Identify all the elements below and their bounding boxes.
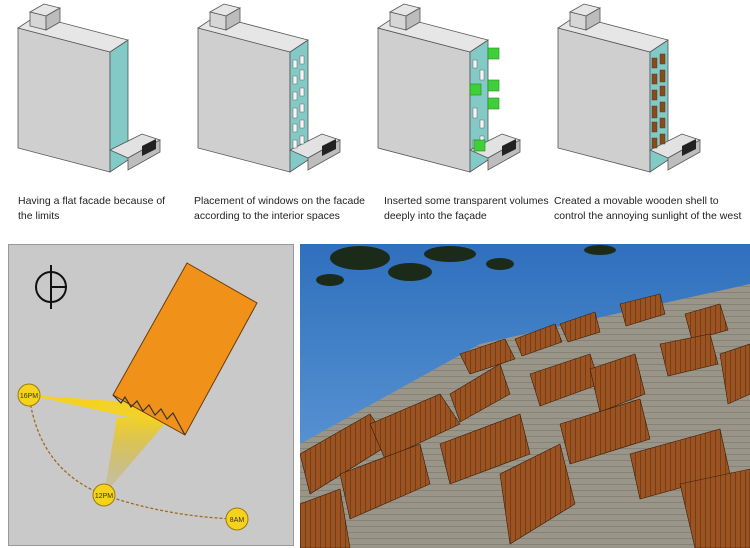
sun-marker-8am: 8AM (225, 507, 249, 531)
step-4-axonometric (557, 3, 701, 173)
step-1-caption: Having a flat facade because of the limi… (18, 195, 166, 222)
tree-leaves (316, 245, 616, 286)
step-2-caption: Placement of windows on the facade accor… (194, 195, 366, 222)
building-plan (112, 262, 258, 436)
facade-windows (292, 55, 305, 149)
step-4-caption: Created a movable wooden shell to contro… (554, 195, 742, 222)
sun-marker-16pm: 16PM (17, 383, 41, 407)
compass-north-icon (35, 265, 67, 309)
sunlight-beam-south (104, 417, 167, 495)
step-3-caption: Inserted some transparent volumes deeply… (384, 195, 549, 222)
sun-path-diagram: 16PM 12PM 8AM (8, 244, 294, 546)
step-3-axonometric (377, 3, 521, 173)
building-facade-photo (300, 244, 750, 548)
step-2-axonometric (197, 3, 341, 173)
building-massing (557, 3, 701, 173)
building-massing (197, 3, 341, 173)
svg-text:12PM: 12PM (95, 493, 113, 500)
step-1-axonometric (17, 3, 161, 173)
transparent-volumes (469, 47, 500, 152)
wooden-shells (651, 53, 666, 149)
sun-marker-12pm: 12PM (92, 483, 116, 507)
svg-text:8AM: 8AM (230, 517, 245, 524)
wooden-shutters (300, 293, 750, 548)
building-massing (17, 3, 161, 173)
svg-text:16PM: 16PM (20, 393, 38, 400)
